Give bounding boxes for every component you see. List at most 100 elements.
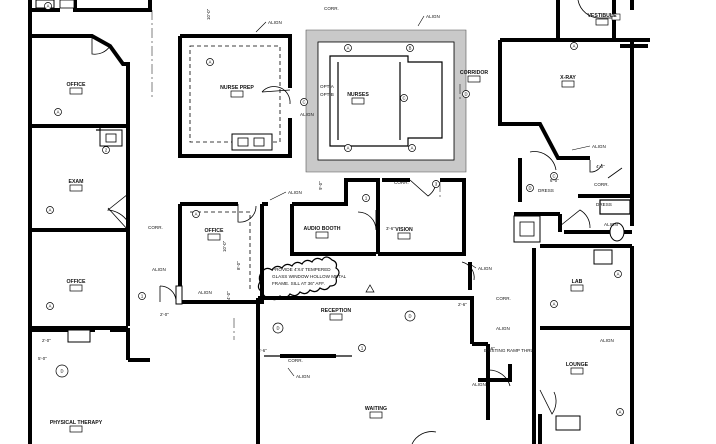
tag-a-7: A [54, 108, 62, 116]
svg-text:A: A [347, 146, 350, 151]
tag-b-1: B [406, 44, 414, 52]
room-name: X-RAY [560, 75, 576, 81]
svg-text:A: A [49, 304, 52, 309]
door-swings [91, 0, 623, 444]
room-name: EXAM [69, 179, 84, 185]
tag-d-5: D [55, 364, 69, 378]
tag-1-c: 1 [358, 344, 366, 352]
svg-text:A: A [47, 4, 50, 9]
room-label: EXAM [69, 179, 84, 192]
svg-text:A: A [57, 110, 60, 115]
room-name: LAB [572, 279, 583, 285]
room-name: LOUNGE [566, 362, 589, 368]
svg-text:D: D [408, 314, 411, 319]
room-name: AUDIO BOOTH [304, 226, 341, 232]
svg-text:1: 1 [365, 196, 368, 201]
room-number-box [369, 411, 383, 419]
svg-text:C: C [552, 174, 555, 179]
room-label: X-RAY [560, 75, 576, 88]
room-number-box [69, 184, 83, 192]
svg-text:A: A [619, 410, 622, 415]
tag-a-10: A [550, 300, 558, 308]
svg-text:C: C [402, 96, 405, 101]
svg-text:2: 2 [105, 148, 108, 153]
tag-a-5: A [570, 42, 578, 50]
room-name: OFFICE [66, 279, 86, 285]
room-label: OFFICE [66, 82, 86, 95]
svg-text:D: D [464, 92, 467, 97]
room-label: LAB [570, 279, 584, 292]
dim-2: 9'-0" [318, 181, 323, 190]
room-label: WAITING [365, 406, 387, 419]
tag-d-2: D [272, 322, 284, 334]
existing-ramp-note: EXISTING RAMP THRU [484, 348, 534, 353]
svg-text:A: A [573, 44, 576, 49]
window-note-line1: PROVIDE 4'X4' TEMPERED [272, 267, 331, 272]
svg-text:A: A [195, 212, 198, 217]
align-note-8: ALIGN [296, 374, 310, 379]
corr-label-far-right: CORR. [594, 182, 609, 187]
dim-14: 6'-6" [258, 348, 267, 353]
tag-a-2: A [344, 44, 352, 52]
room-name: VESTIBULE [587, 13, 617, 19]
dim-6: 8'-0" [236, 261, 241, 270]
room-number-box [351, 97, 365, 105]
tag-d-1: D [462, 90, 470, 98]
svg-text:A: A [617, 272, 620, 277]
room-name: OFFICE [66, 82, 86, 88]
tag-d-4: D [526, 184, 534, 192]
dim-13: 4'-0" [596, 164, 605, 169]
room-label: RECEPTION [321, 308, 352, 321]
corr-label-top: CORR. [324, 6, 339, 11]
svg-text:B: B [409, 46, 412, 51]
dashed-lines [151, 10, 461, 340]
room-label: NURSES [347, 92, 369, 105]
align-note-6: ALIGN [152, 267, 166, 272]
align-note-9: ALIGN [496, 326, 510, 331]
room-number-box [315, 231, 329, 239]
svg-text:A: A [553, 302, 556, 307]
tag-a-9: A [46, 302, 54, 310]
align-note-4: ALIGN [288, 190, 302, 195]
tag-1-b: 1 [362, 194, 370, 202]
dim-3: 5'-0" [38, 356, 47, 361]
align-note-13: ALIGN [198, 290, 212, 295]
tag-a-1: A [206, 58, 214, 66]
align-note-1: ALIGN [268, 20, 282, 25]
align-note-3: ALIGN [300, 112, 314, 117]
keynote-tags: A A B C C D A A 1 1 1 2 3 D D A A D C D … [44, 2, 624, 416]
tag-2-a: 2 [102, 146, 110, 154]
room-name: RECEPTION [321, 308, 352, 314]
tag-a-6: A [44, 2, 52, 10]
tag-a-4: A [408, 144, 416, 152]
tag-a-13: A [614, 270, 622, 278]
corr-label-left: CORR. [148, 225, 163, 230]
tag-1-a: 1 [138, 292, 146, 300]
dim-9: 6'-0" [550, 178, 559, 183]
room-number-box [69, 87, 83, 95]
opt-b-label: OPT-B [320, 92, 334, 97]
x-ray-dress-label: DRESS [538, 188, 554, 193]
svg-text:A: A [49, 208, 52, 213]
opt-a-label: OPT-A [320, 84, 335, 89]
room-number-box [329, 313, 343, 321]
room-number-box [570, 284, 584, 292]
room-label: OFFICE [66, 279, 86, 292]
tag-c-2: C [400, 94, 408, 102]
room-label: VISION [395, 227, 413, 240]
room-name: VISION [395, 227, 413, 233]
dress-label-2: DRESS [596, 202, 612, 207]
window-note-line2: GLASS WINDOW HOLLOW METAL [272, 274, 347, 279]
room-number-box [561, 80, 575, 88]
tag-3-a: 3 [432, 180, 440, 188]
svg-text:3: 3 [435, 182, 438, 187]
window-cloud: PROVIDE 4'X4' TEMPERED GLASS WINDOW HOLL… [257, 256, 375, 301]
tag-a-3: A [344, 144, 352, 152]
tag-a-12: A [192, 210, 200, 218]
room-name: PHYSICAL THERAPY [50, 420, 103, 426]
svg-text:A: A [209, 60, 212, 65]
align-notes: ALIGN ALIGN ALIGN ALIGN ALIGN ALIGN ALIG… [152, 14, 618, 387]
dim-7: 2'-6" [458, 302, 467, 307]
